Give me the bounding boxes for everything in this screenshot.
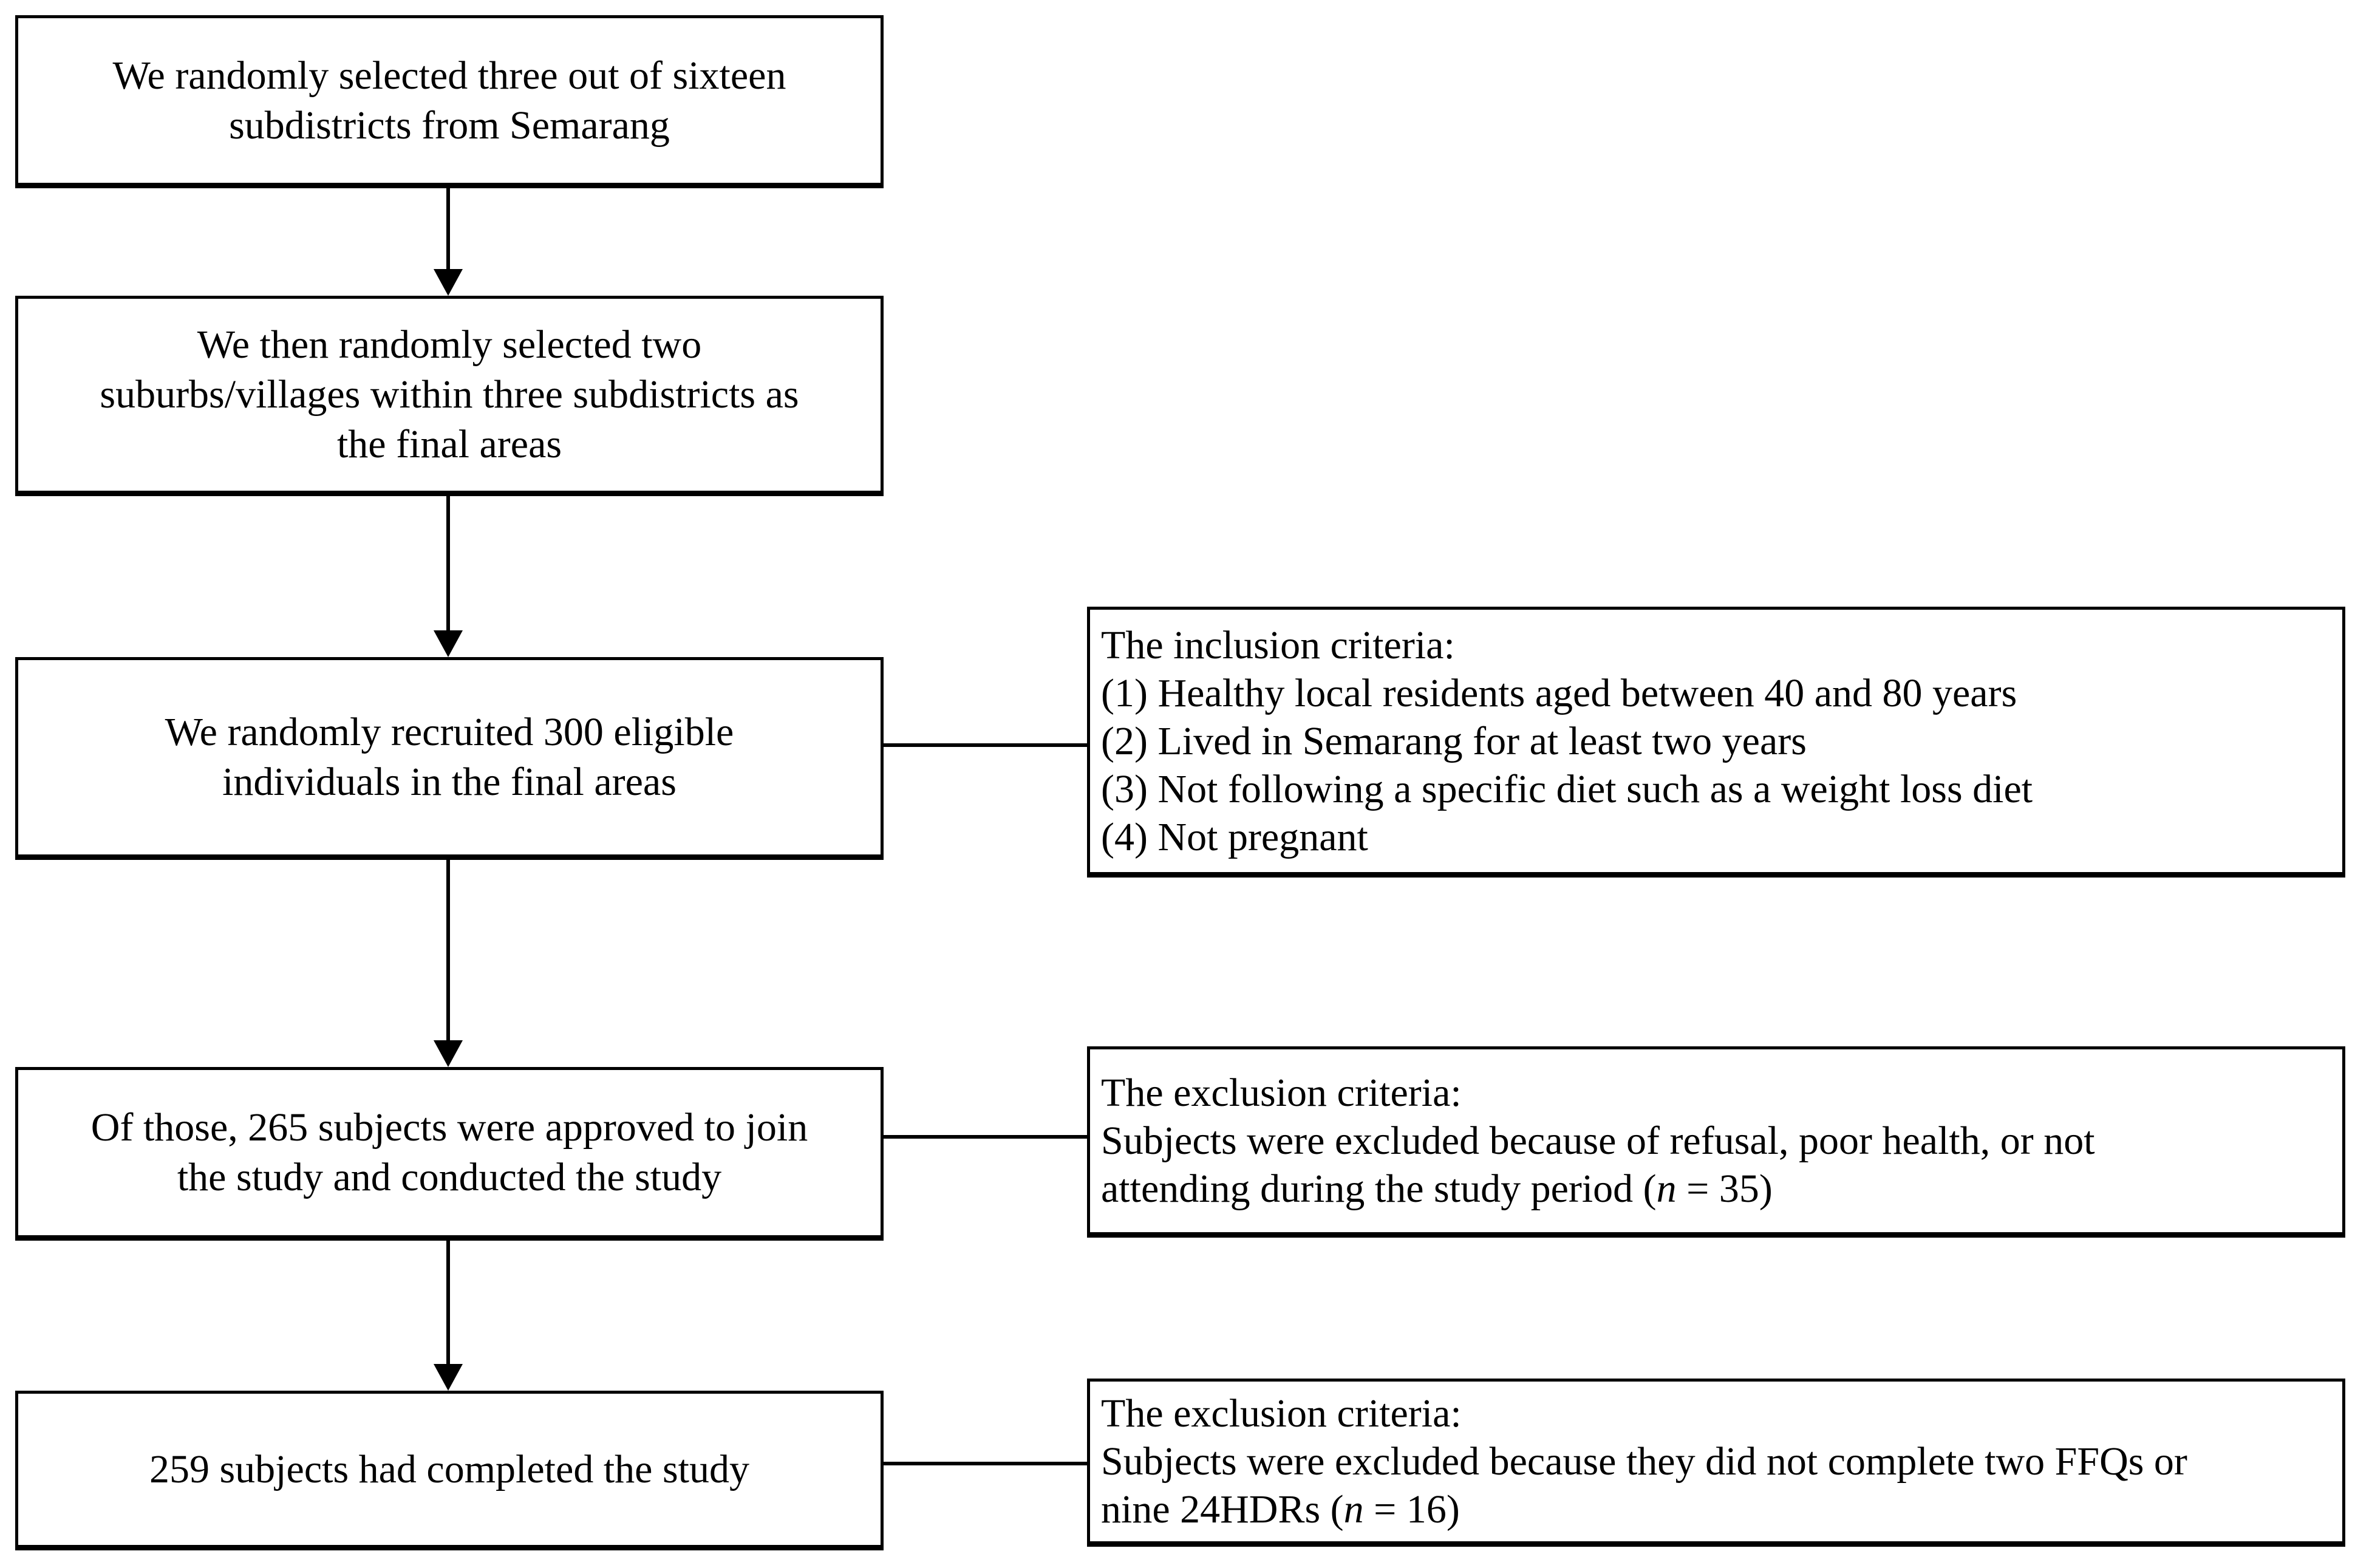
text-line: The exclusion criteria:	[1101, 1071, 1462, 1115]
arrow-down-icon	[434, 1364, 463, 1391]
text-line: We randomly recruited 300 eligible	[165, 710, 734, 754]
arrow-line	[446, 1239, 450, 1366]
text-line: 259 subjects had completed the study	[149, 1447, 749, 1491]
text-line: nine 24HDRs (n = 16)	[1101, 1487, 1460, 1532]
flow-box-select-suburbs: We then randomly selected two suburbs/vi…	[15, 296, 884, 496]
text-line: (4) Not pregnant	[1101, 814, 1368, 859]
flow-box-completed-subjects: 259 subjects had completed the study	[15, 1391, 884, 1550]
text-line: the study and conducted the study	[177, 1155, 722, 1199]
sample-size-n: n	[1343, 1487, 1364, 1532]
text-line: The exclusion criteria:	[1101, 1391, 1462, 1436]
text-line: We then randomly selected two	[197, 322, 702, 367]
exclusion-criteria-enrollment-box: The exclusion criteria: Subjects were ex…	[1087, 1046, 2345, 1238]
text-line: subdistricts from Semarang	[229, 103, 670, 148]
flow-box-approved-subjects: Of those, 265 subjects were approved to …	[15, 1067, 884, 1241]
connector-line	[881, 1462, 1090, 1465]
connector-line	[881, 743, 1090, 747]
text-line: the final areas	[336, 422, 562, 466]
text-line: (2) Lived in Semarang for at least two y…	[1101, 718, 1807, 763]
arrow-down-icon	[434, 269, 463, 296]
text-line: (3) Not following a specific diet such a…	[1101, 766, 2033, 811]
sample-size-n: n	[1656, 1167, 1677, 1211]
text-line: Subjects were excluded because of refusa…	[1101, 1119, 2095, 1163]
text-line: suburbs/villages within three subdistric…	[100, 372, 799, 417]
inclusion-criteria-box: The inclusion criteria: (1) Healthy loca…	[1087, 607, 2345, 878]
arrow-down-icon	[434, 630, 463, 657]
text-line: Of those, 265 subjects were approved to …	[90, 1105, 808, 1150]
text-line: The inclusion criteria:	[1101, 622, 1455, 667]
text-line: We randomly selected three out of sixtee…	[112, 53, 786, 98]
arrow-line	[446, 187, 450, 272]
flow-box-recruit-eligible: We randomly recruited 300 eligible indiv…	[15, 657, 884, 860]
text-line: individuals in the final areas	[222, 760, 676, 804]
arrow-line	[446, 495, 450, 633]
arrow-down-icon	[434, 1040, 463, 1067]
text-line: Subjects were excluded because they did …	[1101, 1439, 2187, 1484]
text-line: (1) Healthy local residents aged between…	[1101, 670, 2017, 715]
exclusion-criteria-completion-box: The exclusion criteria: Subjects were ex…	[1087, 1379, 2345, 1547]
flow-box-select-subdistricts: We randomly selected three out of sixtee…	[15, 15, 884, 188]
arrow-line	[446, 859, 450, 1043]
text-line: attending during the study period (n = 3…	[1101, 1167, 1773, 1211]
connector-line	[881, 1135, 1090, 1139]
